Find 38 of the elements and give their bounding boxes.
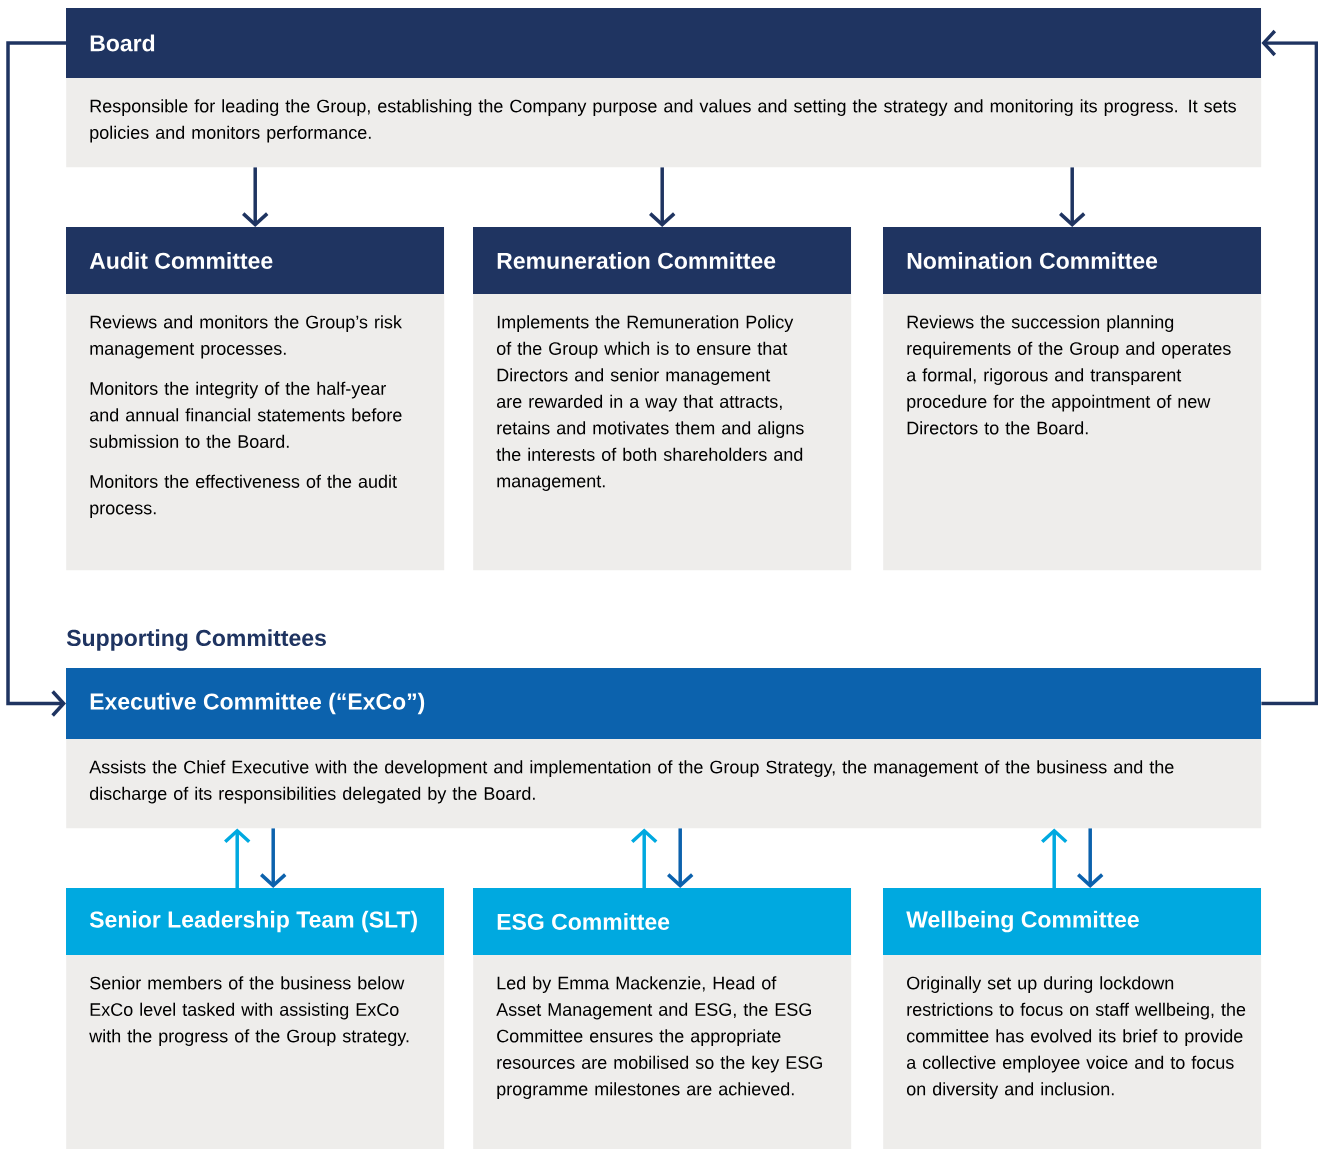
committee-box [66,8,1262,168]
box-heading: Wellbeing Committee [906,910,1139,933]
arrow [1077,828,1104,888]
box-heading: Senior Leadership Team (SLT) [89,910,417,933]
section-heading: Supporting Committees [66,629,326,651]
box-text: Monitors the integrity of the half-year and annual financial statements before submission to the Board. [89,381,402,448]
arrow [667,828,694,888]
box-heading: Remuneration Committee [497,252,776,269]
box-heading: ESG Committee [497,913,670,930]
arrow [260,828,287,888]
box-heading: Executive Committee (“ExCo”) [90,692,425,715]
box-text: Assists the Chief Executive with the development and implementation of the Group Strategy, the management of the business and the discharge of its responsibilities delegated by the Board. [89,760,1174,804]
arrow [1041,828,1068,888]
box-text: Originally set up during lockdown restrictions to focus on staff wellbeing, the committee has evolved its brief to provide a collective employee voice and to focus on diversity and inclusion. [906,976,1246,1099]
arrow [242,167,269,227]
box-heading: Board [90,34,155,52]
box-text: Reviews and monitors the Group’s risk management processes. [90,315,402,359]
committee-box [66,668,1262,829]
committee-box [473,227,852,571]
box-heading: Nomination Committee [907,252,1158,269]
arrow [649,167,676,227]
box-text: Senior members of the business below ExCo level tasked with assisting ExCo with the progress of the Group strategy. [89,976,409,1046]
box-text: Responsible for leading the Group, establishing the Company purpose and values and setting the strategy and monitoring its progress. It sets policies and monitors performance. [90,99,1236,143]
arrow [1261,29,1318,706]
box-text: Reviews the succession planning requirements of the Group and operates a formal, rigorous and transparent procedure for the appointment of new Directors to the Board. [906,315,1231,435]
box-text: Monitors the effectiveness of the audit process. [90,474,397,518]
committee-box [473,888,852,1149]
arrow [6,41,66,717]
committee-box [66,227,445,571]
committee-box [66,888,445,1149]
arrow [631,828,658,888]
committee-box [883,888,1262,1149]
arrow [1059,167,1086,227]
arrow [224,828,251,888]
box-text: Implements the Remuneration Policy of the Group which is to ensure that Directors and senior management are rewarded in a way that attracts, retains and motivates them and aligns the interests of both shareholders and management. [496,315,804,491]
committee-box [883,227,1262,571]
box-heading: Audit Committee [89,252,273,269]
box-text: Led by Emma Mackenzie, Head of Asset Management and ESG, the ESG Committee ensures the appropriate resources are mobilised so the key ESG programme milestones are achieved. [496,976,822,1099]
